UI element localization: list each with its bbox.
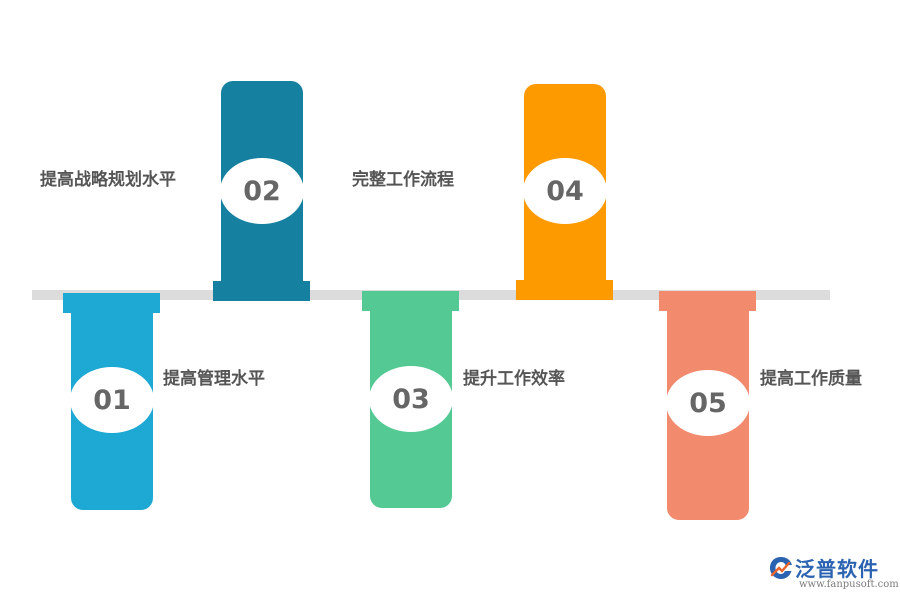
step-01-label: 提高管理水平 xyxy=(163,369,265,389)
step-03-number: 03 xyxy=(369,366,453,432)
step-04-cap xyxy=(516,280,613,300)
fanpu-logo-icon xyxy=(770,557,792,579)
step-04-number: 04 xyxy=(523,158,607,224)
step-02-number: 02 xyxy=(220,158,304,224)
brand-logo: 泛普软件 www.fanpusoft.com xyxy=(768,553,899,595)
step-01-number: 01 xyxy=(70,367,154,433)
step-05-label: 提高工作质量 xyxy=(760,369,862,389)
logo-name: 泛普软件 xyxy=(795,557,879,581)
step-02-label: 提高战略规划水平 xyxy=(40,170,176,190)
logo-url: www.fanpusoft.com xyxy=(799,579,899,590)
step-02-cap xyxy=(213,281,310,301)
step-05-number: 05 xyxy=(666,370,750,436)
step-03-label: 提升工作效率 xyxy=(463,369,565,389)
step-04-label: 完整工作流程 xyxy=(352,170,454,190)
